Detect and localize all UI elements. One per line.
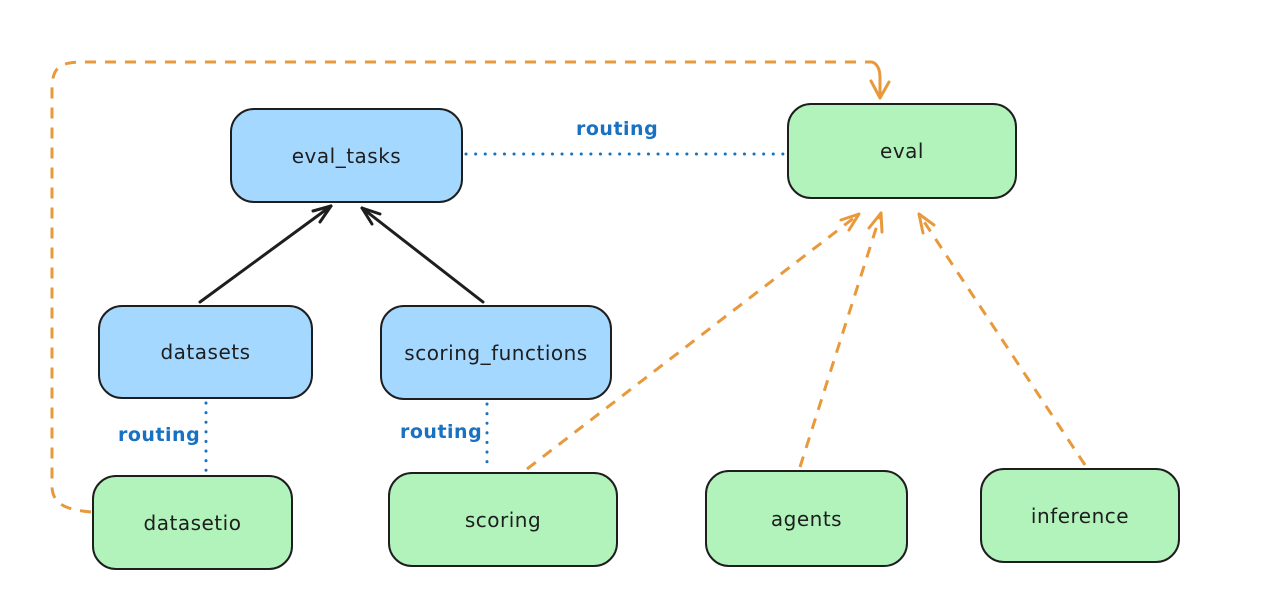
edge-agents-to-eval	[798, 211, 884, 468]
edge-scoring-functions-to-eval-tasks	[360, 206, 485, 304]
arrowhead-scoring-functions-eval-tasks	[360, 206, 382, 226]
node-eval-label: eval	[880, 139, 924, 163]
edge-datasetio-to-eval	[50, 60, 891, 514]
node-inference[interactable]: inference	[980, 468, 1180, 563]
arrowhead-scoring-eval	[839, 212, 861, 232]
node-eval-tasks-label: eval_tasks	[291, 143, 402, 168]
arrowhead-into-eval-top	[869, 79, 891, 100]
node-eval[interactable]: eval	[787, 103, 1017, 199]
node-inference-label: inference	[1030, 503, 1130, 528]
arrowhead-agents-eval	[867, 211, 884, 234]
edge-inference-to-eval	[917, 212, 1087, 466]
node-scoring-functions[interactable]: scoring_functions	[380, 305, 612, 400]
node-eval-tasks[interactable]: eval_tasks	[230, 108, 463, 203]
arrowhead-inference-eval	[917, 212, 936, 235]
node-scoring-label: scoring	[464, 507, 542, 532]
node-datasets-label: datasets	[160, 340, 251, 364]
node-datasetio-label: datasetio	[143, 510, 242, 535]
node-agents[interactable]: agents	[705, 470, 908, 567]
edge-label-routing-top: routing	[576, 118, 659, 140]
node-datasets[interactable]: datasets	[98, 305, 313, 399]
node-scoring-functions-label: scoring_functions	[404, 340, 588, 365]
node-datasetio[interactable]: datasetio	[92, 475, 293, 570]
node-agents-label: agents	[770, 506, 843, 531]
edge-scoring-to-eval	[526, 212, 861, 471]
edge-datasets-to-eval-tasks	[198, 204, 333, 304]
edge-label-routing-scoring: routing	[400, 421, 483, 443]
node-scoring[interactable]: scoring	[388, 472, 618, 567]
edge-label-routing-datasets: routing	[118, 424, 201, 446]
arrowhead-datasets-eval-tasks	[311, 204, 333, 224]
